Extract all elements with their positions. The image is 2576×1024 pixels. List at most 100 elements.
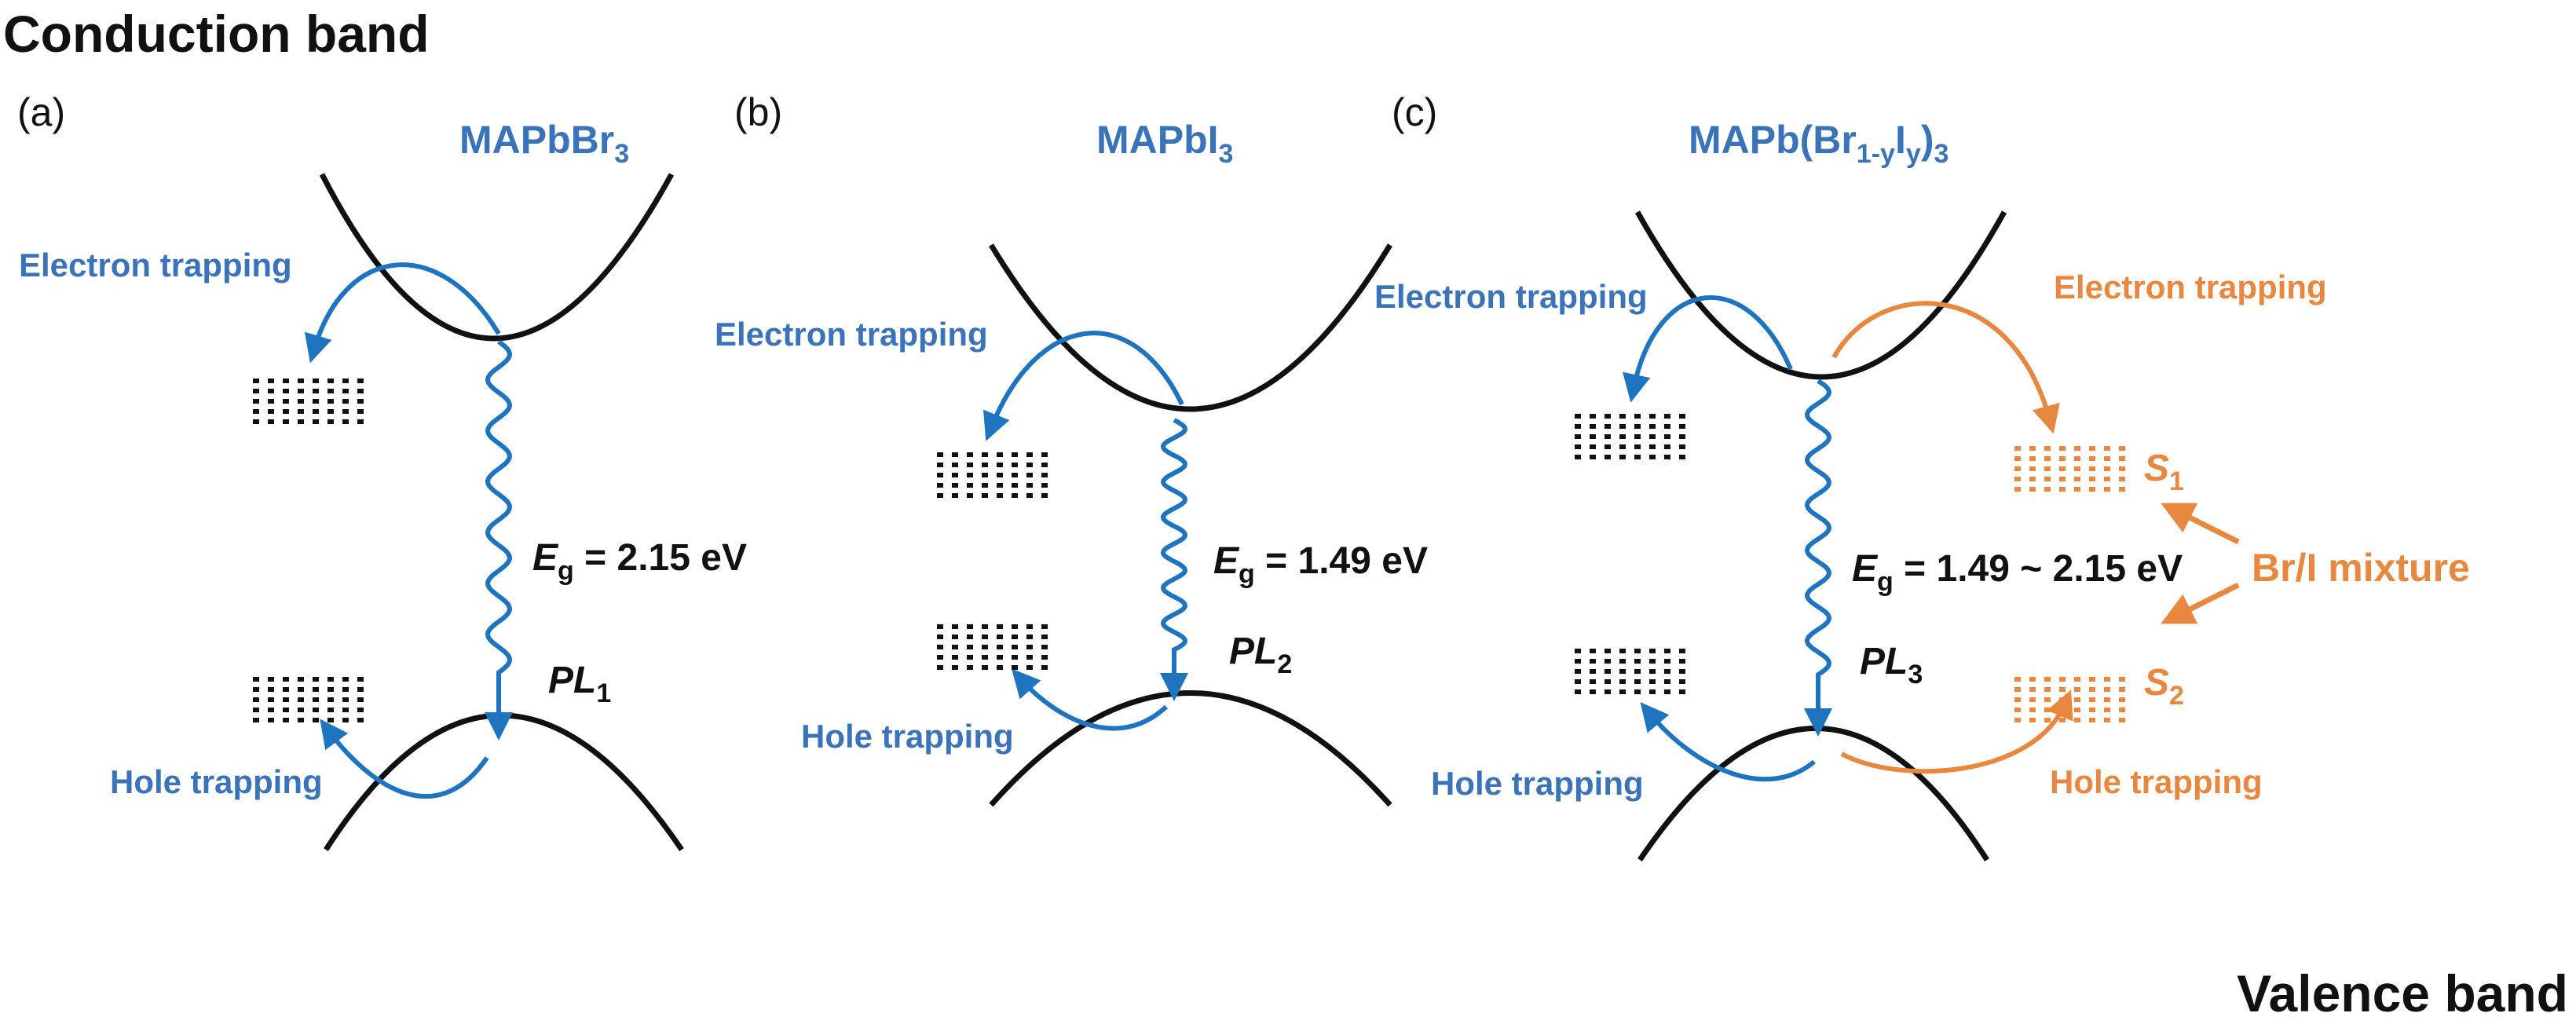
trap-state-dot xyxy=(1679,444,1685,449)
trap-state-dot xyxy=(268,379,274,383)
trap-state-dot xyxy=(283,409,289,414)
trap-state-dot xyxy=(2044,697,2051,702)
panel-a-pl-label: PL1 xyxy=(548,660,611,708)
trap-state-dot xyxy=(997,463,1003,467)
trap-state-dot xyxy=(1590,689,1596,694)
trap-state-dot xyxy=(1649,424,1656,429)
trap-state-dot xyxy=(1026,493,1033,498)
trap-state-dot xyxy=(2104,697,2110,702)
trap-state-dot xyxy=(2119,487,2125,492)
trap-state-dot xyxy=(283,697,289,702)
trap-state-dot xyxy=(2119,687,2125,692)
trap-state-dot xyxy=(1605,424,1611,429)
trap-state-dot xyxy=(1619,414,1626,419)
panel-b-bandgap-label: Eg = 1.49 eV xyxy=(1213,540,1428,589)
trap-state-dot xyxy=(1041,463,1048,467)
trap-state-dot xyxy=(1634,669,1641,674)
panel-a-hole-trapping-label: Hole trapping xyxy=(110,763,323,800)
trap-state-dot xyxy=(253,409,259,414)
trap-state-dot xyxy=(1590,424,1596,429)
trap-state-dot xyxy=(327,697,334,702)
trap-state-dot xyxy=(2104,466,2110,471)
trap-state-dot xyxy=(268,677,274,682)
trap-state-dot xyxy=(1619,649,1626,653)
trap-state-dot xyxy=(997,645,1003,649)
trap-state-dot xyxy=(2014,687,2021,692)
trap-state-dot xyxy=(283,389,289,393)
trap-state-dot xyxy=(2059,466,2066,471)
trap-state-dot xyxy=(1041,483,1048,488)
trap-state-dot xyxy=(982,483,988,488)
trap-state-dot xyxy=(283,687,289,692)
trap-state-dot xyxy=(2029,697,2036,702)
trap-state-dot xyxy=(2044,477,2051,481)
trap-state-dot xyxy=(2014,677,2021,682)
trap-state-dot xyxy=(982,463,988,467)
trap-state-dot xyxy=(1026,624,1033,629)
panel-a-material: MAPbBr3 xyxy=(459,118,629,169)
trap-state-dot xyxy=(1012,473,1018,477)
trap-state-dot xyxy=(327,708,334,712)
trap-state-dot xyxy=(2029,477,2036,481)
panel-c-mixed-electron-trapping-label: Electron trapping xyxy=(2054,269,2327,305)
panel-b-conduction-band xyxy=(989,243,1392,412)
trap-state-dot xyxy=(1026,463,1033,467)
panel-b-electron-trapping-arrow xyxy=(982,331,1184,441)
trap-state-dot xyxy=(342,718,349,722)
trap-state-dot xyxy=(2044,466,2051,471)
trap-state-dot xyxy=(357,419,364,424)
trap-state-dot xyxy=(253,379,259,383)
trap-state-dot xyxy=(1664,414,1670,419)
trap-state-dot xyxy=(342,419,349,424)
trap-state-dot xyxy=(357,708,364,712)
trap-state-dot xyxy=(268,718,274,722)
panel-b-valence-band xyxy=(989,690,1392,807)
trap-state-dot xyxy=(253,687,259,692)
trap-state-dot xyxy=(1605,679,1611,684)
panel-a-hole-trapping-arrow xyxy=(320,719,489,799)
trap-state-dot xyxy=(1664,649,1670,653)
trap-state-dot xyxy=(997,493,1003,498)
trap-state-dot xyxy=(1575,424,1581,429)
trap-state-dot xyxy=(1619,455,1626,459)
trap-state-dot xyxy=(1664,679,1670,684)
trap-state-dot xyxy=(997,452,1003,457)
trap-state-dot xyxy=(967,463,973,467)
trap-state-dot xyxy=(1575,659,1581,664)
trap-state-dot xyxy=(2029,708,2036,712)
panel-c-electron-trap-states xyxy=(1575,414,1685,459)
trap-state-dot xyxy=(1026,483,1033,488)
trap-state-dot xyxy=(2059,677,2066,682)
trap-state-dot xyxy=(1649,669,1656,674)
trap-state-dot xyxy=(1619,659,1626,664)
trap-state-dot xyxy=(268,697,274,702)
trap-state-dot xyxy=(283,708,289,712)
trap-state-dot xyxy=(2029,466,2036,471)
trap-state-dot xyxy=(327,409,334,414)
trap-state-dot xyxy=(2089,677,2095,682)
trap-state-dot xyxy=(253,718,259,722)
trap-state-dot xyxy=(2104,708,2110,712)
trap-state-dot xyxy=(2029,687,2036,692)
trap-state-dot xyxy=(1664,669,1670,674)
trap-state-dot xyxy=(2104,446,2110,451)
trap-state-dot xyxy=(1575,669,1581,674)
trap-state-dot xyxy=(952,665,958,670)
trap-state-dot xyxy=(2059,477,2066,481)
trap-state-dot xyxy=(967,665,973,670)
panel-c: (c) MAPb(Br1-yIy)3 Electron trapping Hol… xyxy=(1374,90,2470,861)
trap-state-dot xyxy=(2089,487,2095,492)
trap-state-dot xyxy=(982,635,988,639)
trap-state-dot xyxy=(1012,463,1018,467)
trap-state-dot xyxy=(1041,624,1048,629)
panel-c-electron-trapping-arrow xyxy=(1623,294,1793,403)
trap-state-dot xyxy=(2074,477,2080,481)
trap-state-dot xyxy=(1634,679,1641,684)
trap-state-dot xyxy=(1012,645,1018,649)
trap-state-dot xyxy=(1012,635,1018,639)
trap-state-dot xyxy=(997,483,1003,488)
trap-state-dot xyxy=(298,687,304,692)
trap-state-dot xyxy=(342,399,349,404)
trap-state-dot xyxy=(1664,434,1670,439)
trap-state-dot xyxy=(2014,456,2021,461)
